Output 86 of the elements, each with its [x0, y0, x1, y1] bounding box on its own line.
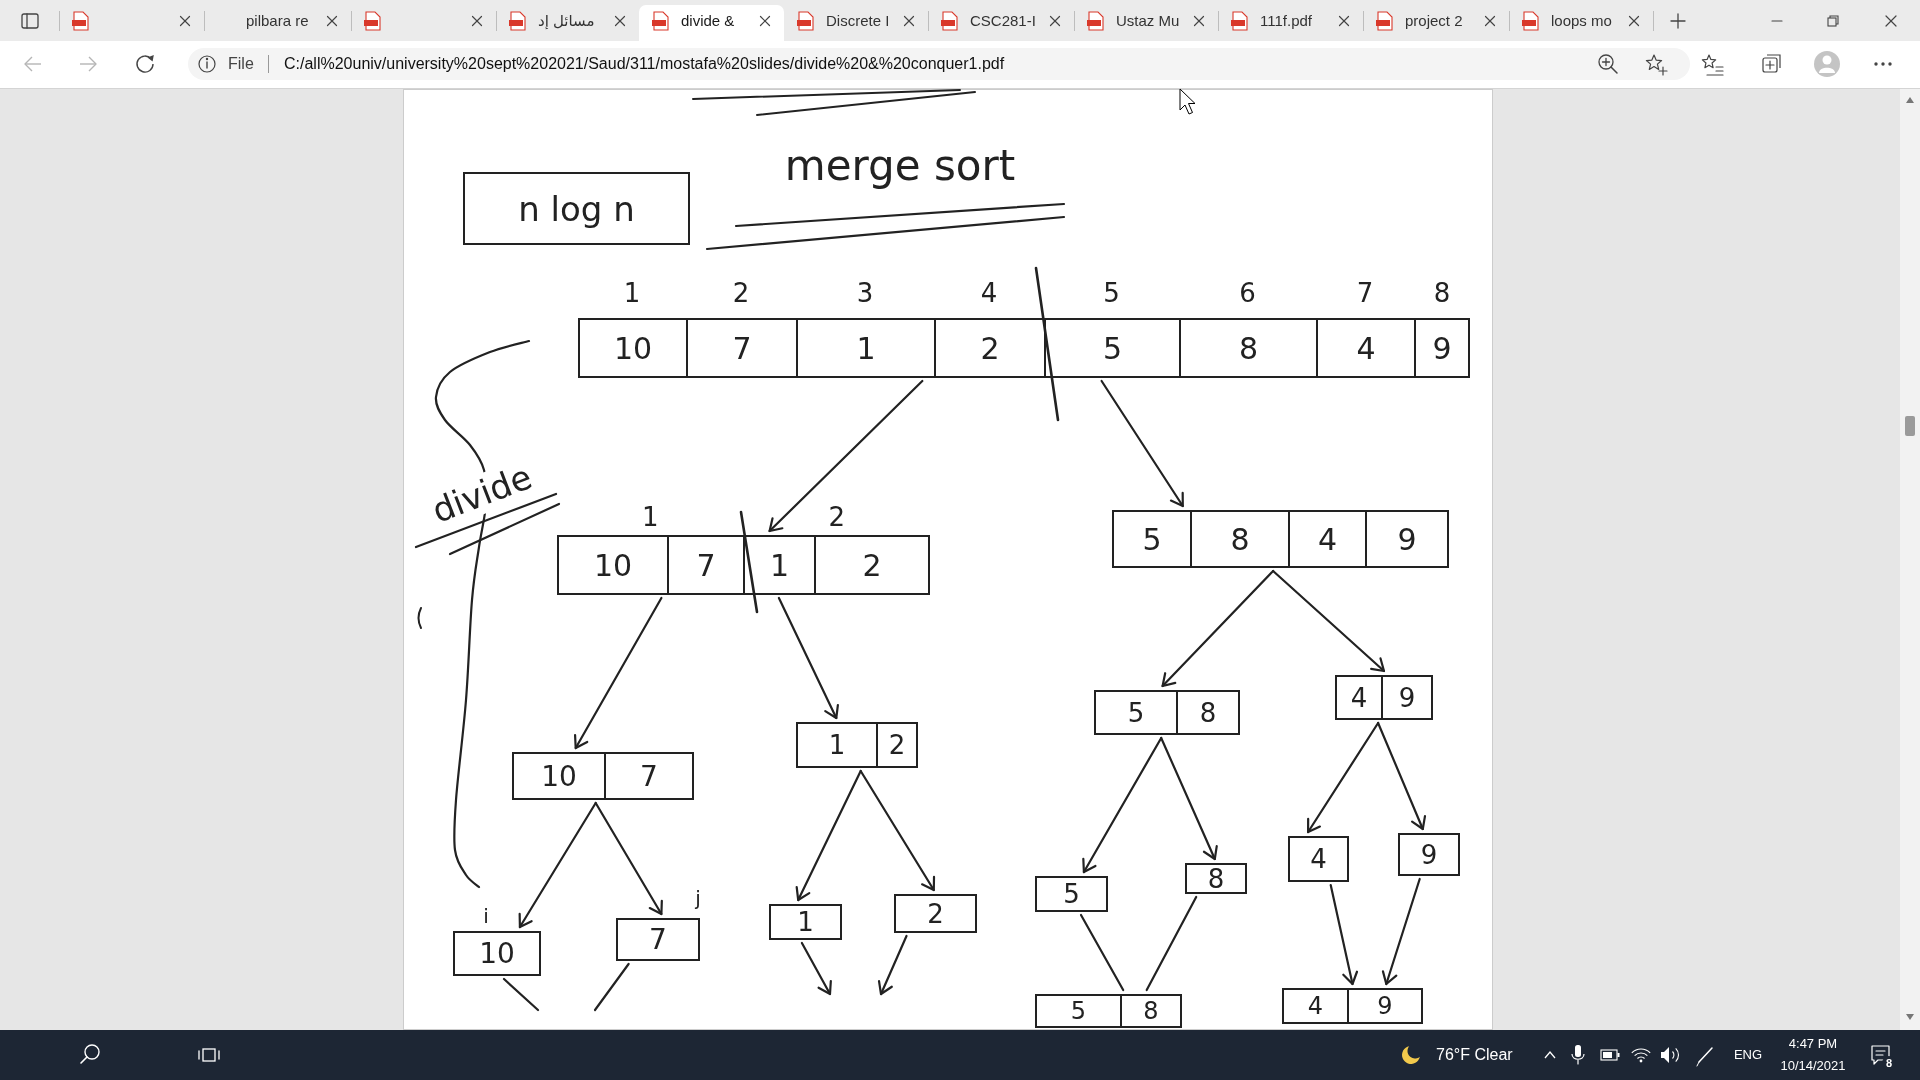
index-number: 5 [1103, 279, 1120, 309]
array-cell: 7 [686, 318, 798, 378]
array-cell: 8 [1190, 510, 1290, 568]
tab-title: CSC281-I [970, 12, 1036, 30]
arrow [800, 941, 832, 996]
language-indicator: ENG [1733, 1047, 1763, 1063]
array-cell: 9 [1381, 675, 1433, 720]
arrow [1161, 569, 1275, 688]
array-cell: 9 [1347, 988, 1423, 1024]
array-cell: 2 [814, 535, 930, 595]
tab-title: Ustaz Mu [1116, 12, 1180, 30]
array-cell: 2 [876, 722, 918, 768]
array-cell: 8 [1120, 994, 1182, 1028]
array-cell: 2 [934, 318, 1046, 378]
arrow [574, 596, 663, 750]
tab-title: project 2 [1405, 12, 1463, 30]
tab-title: Discrete I [826, 12, 890, 30]
index-number: 3 [856, 279, 874, 309]
tab-title: 111f.pdf [1260, 12, 1312, 30]
array-cell: 1 [769, 904, 842, 940]
arrow [518, 801, 597, 929]
array-cell: 5 [1112, 510, 1192, 568]
array-cell: 4 [1316, 318, 1416, 378]
index-number: 7 [1356, 279, 1374, 309]
arrow [1160, 736, 1218, 861]
connector-line [1145, 895, 1198, 992]
array-cell: 2 [894, 894, 977, 933]
array-cell: 8 [1185, 863, 1247, 894]
array-cell: 8 [1176, 690, 1240, 735]
arrow [1329, 883, 1359, 986]
index-number: 1 [623, 279, 641, 309]
clock-date: 10/14/2021 [1780, 1058, 1846, 1074]
array-cell: 5 [1044, 318, 1181, 378]
array-cell: 7 [667, 535, 745, 595]
weather-text: 76°F Clear [1436, 1045, 1513, 1065]
connector-line [1079, 913, 1125, 992]
arrow [768, 379, 924, 533]
tab-title: loops mo [1551, 12, 1612, 30]
index-letter: i [483, 904, 489, 928]
index-number: 2 [732, 279, 750, 309]
array-cell: 10 [512, 752, 606, 800]
arrow [795, 769, 862, 902]
arrow [594, 801, 663, 916]
arrow [1100, 379, 1184, 508]
array-cell: 4 [1288, 510, 1367, 568]
arrow [1082, 736, 1163, 874]
index-number: 1 [642, 503, 659, 533]
arrow [1272, 569, 1386, 673]
array-cell: 4 [1288, 836, 1349, 882]
array-cell: 5 [1035, 994, 1122, 1028]
array-cell: 7 [604, 752, 694, 800]
arrow [859, 769, 936, 892]
arrow [1381, 877, 1421, 986]
connector-line [502, 977, 540, 1012]
index-number: 8 [1433, 279, 1451, 309]
array-cell: 5 [1094, 690, 1178, 735]
arrow [1377, 721, 1427, 831]
array-cell: 1 [796, 722, 878, 768]
array-cell: 7 [616, 918, 700, 961]
index-letter: j [695, 886, 701, 910]
array-cell: 8 [1179, 318, 1318, 378]
arrow [877, 934, 908, 996]
clock-time: 4:47 PM [1788, 1036, 1838, 1052]
array-cell: 10 [578, 318, 688, 378]
tab-title: مسائل إد [538, 12, 595, 30]
array-cell: 1 [796, 318, 936, 378]
arrow [777, 596, 839, 720]
index-number: 6 [1239, 279, 1256, 309]
array-cell: 1 [743, 535, 816, 595]
index-number: 2 [828, 503, 845, 533]
array-cell: 5 [1035, 876, 1108, 912]
connector-line [593, 962, 630, 1012]
arrow [1307, 721, 1380, 834]
text-box: n log n [463, 172, 690, 245]
tab: divide & [639, 5, 784, 41]
array-cell: 4 [1335, 675, 1383, 720]
array-cell: 9 [1398, 833, 1460, 876]
index-number: 4 [980, 279, 998, 309]
array-cell: 9 [1414, 318, 1470, 378]
array-cell: 10 [453, 931, 541, 976]
tab-title: pilbara re [246, 12, 309, 30]
connection-label: File [228, 54, 254, 74]
array-cell: 9 [1365, 510, 1449, 568]
array-cell: 4 [1282, 988, 1349, 1024]
title: merge sort [784, 141, 1016, 191]
array-cell: 10 [557, 535, 669, 595]
